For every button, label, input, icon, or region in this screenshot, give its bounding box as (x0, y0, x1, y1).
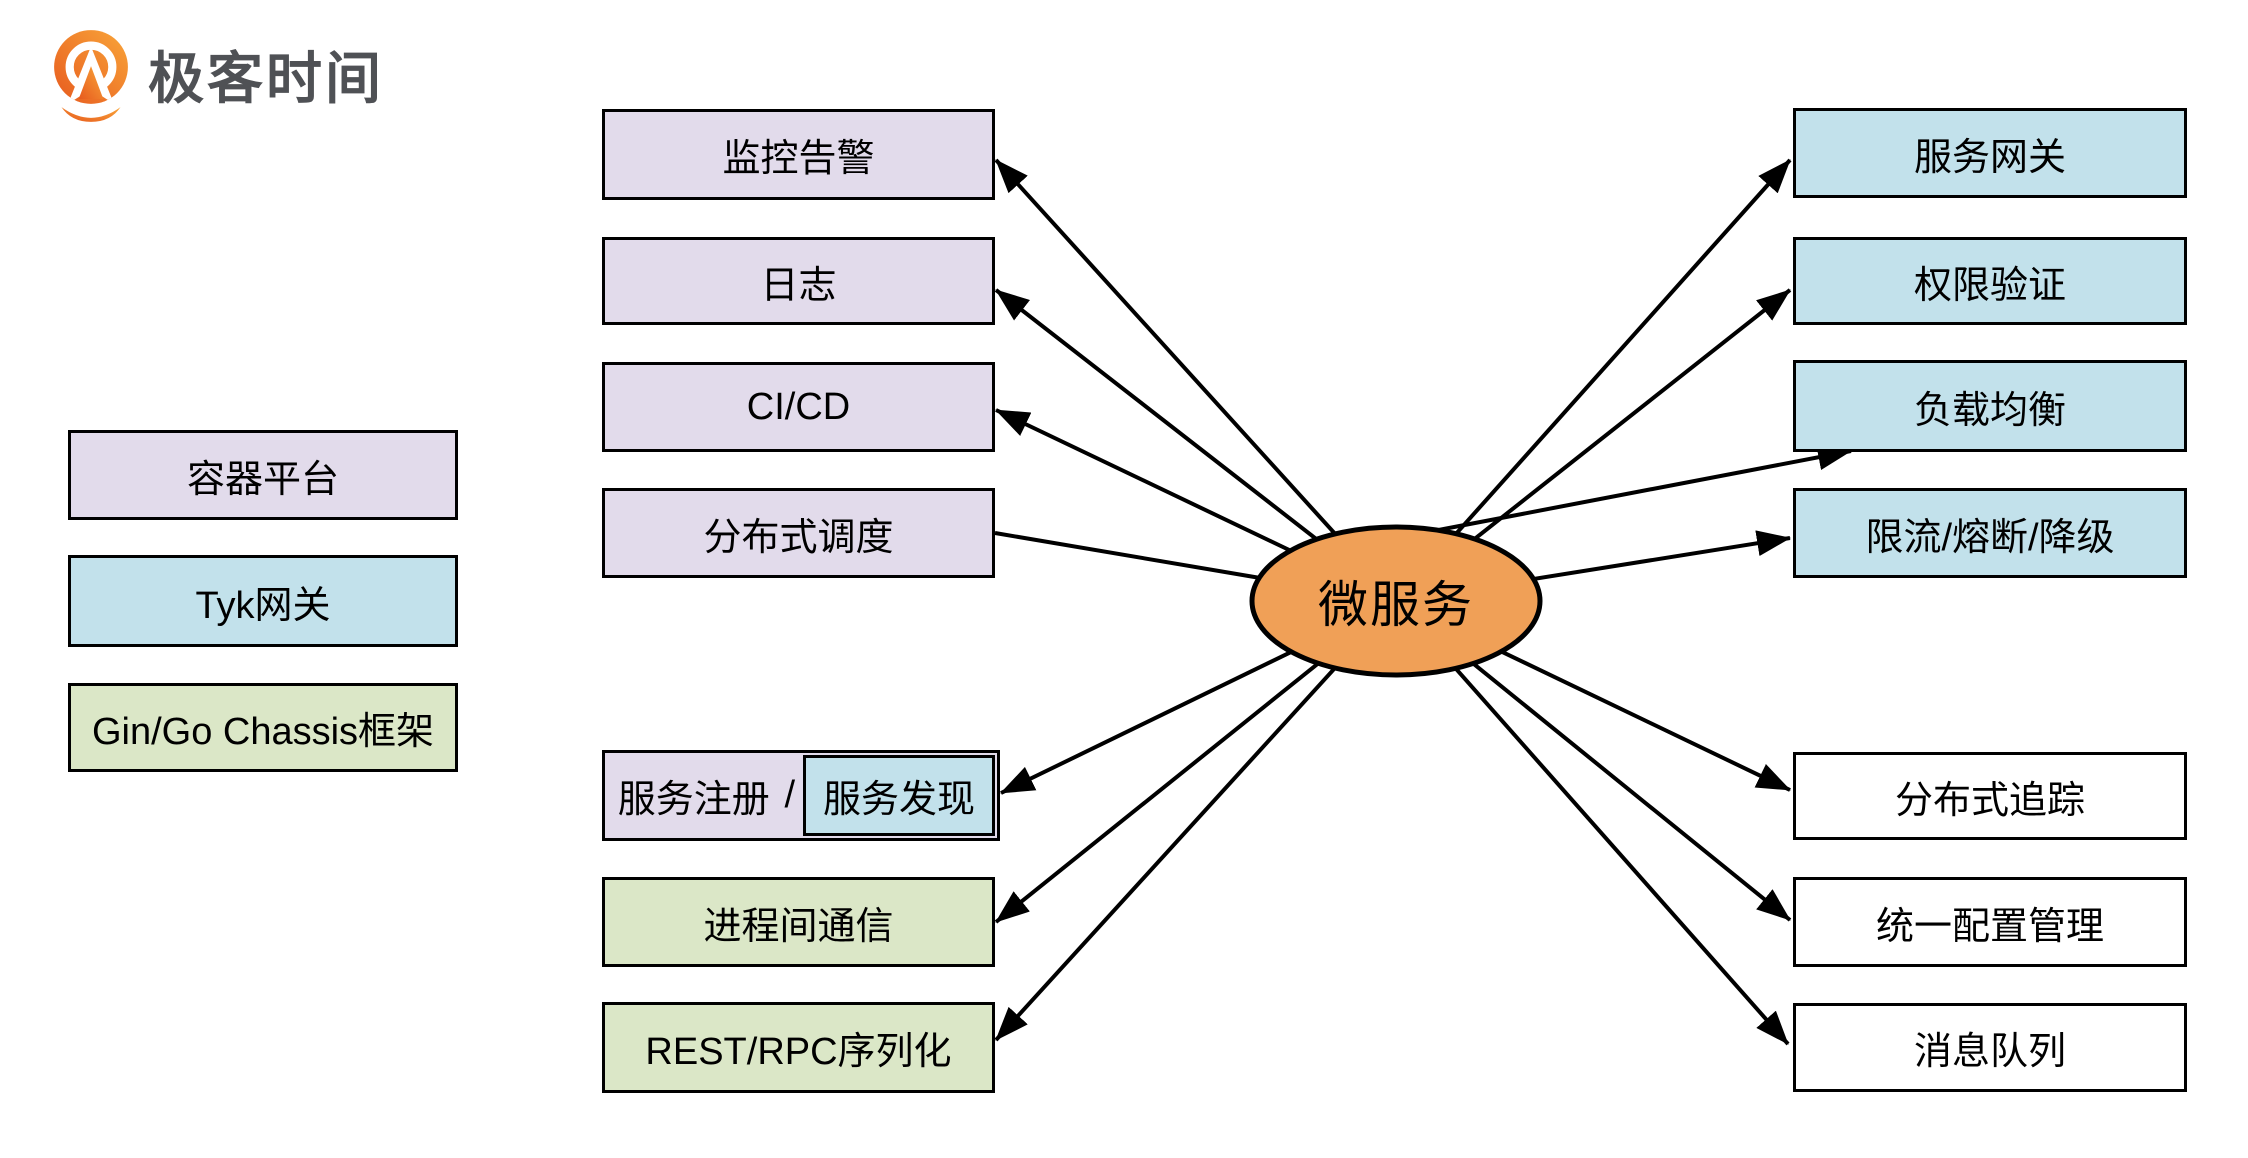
node-registry-discovery: 服务注册 / 服务发现 (602, 750, 1000, 841)
node-ipc: 进程间通信 (602, 877, 995, 967)
slash-separator: / (784, 774, 795, 816)
node-container-platform: 容器平台 (68, 430, 458, 520)
node-label: 监控告警 (722, 138, 875, 180)
node-label: Gin/Go Chassis框架 (91, 711, 435, 753)
node-label: Tyk网关 (195, 584, 331, 627)
node-monitoring: 监控告警 (602, 109, 995, 200)
node-label: 分布式追踪 (1894, 779, 2085, 822)
node-label: 权限验证 (1913, 264, 2066, 307)
node-label: 日志 (760, 264, 837, 307)
node-rest-rpc: REST/RPC序列化 (602, 1002, 995, 1093)
geektime-logo: 极客时间 (50, 28, 384, 124)
node-label: 分布式调度 (703, 516, 894, 559)
node-label: 统一配置管理 (1875, 905, 2104, 948)
geektime-pin-icon (54, 30, 128, 122)
node-label: REST/RPC序列化 (645, 1031, 952, 1073)
node-auth: 权限验证 (1793, 237, 2187, 325)
node-logging: 日志 (602, 237, 995, 325)
node-label: 容器平台 (186, 458, 339, 501)
arrow-to-rest-rpc (994, 599, 1398, 1042)
microservices-ellipse (1249, 524, 1543, 678)
node-throttling: 限流/熔断/降级 (1793, 488, 2187, 578)
node-load-balancing: 负载均衡 (1793, 360, 2187, 452)
node-scheduling: 分布式调度 (602, 488, 995, 578)
arrow-to-monitoring (994, 158, 1398, 603)
node-mq: 消息队列 (1793, 1003, 2187, 1092)
node-label: CI/CD (746, 385, 851, 428)
node-gin-chassis: Gin/Go Chassis框架 (68, 683, 458, 772)
node-gateway: 服务网关 (1793, 108, 2187, 198)
arrow-to-mq (1394, 599, 1790, 1046)
node-cicd: CI/CD (602, 362, 995, 452)
discovery-label: 服务发现 (803, 755, 995, 836)
registry-label: 服务注册 (617, 779, 770, 821)
node-label: 消息队列 (1913, 1031, 2066, 1073)
microservices-label: 微服务 (1318, 577, 1474, 633)
node-label: 服务网关 (1913, 136, 2066, 179)
node-label: 负载均衡 (1913, 389, 2066, 432)
node-config: 统一配置管理 (1793, 877, 2187, 967)
node-tracing: 分布式追踪 (1793, 752, 2187, 840)
node-label: 限流/熔断/降级 (1865, 516, 2115, 559)
node-label: 进程间通信 (703, 905, 894, 948)
brand-name: 极客时间 (148, 47, 384, 110)
node-tyk-gateway: Tyk网关 (68, 555, 458, 647)
